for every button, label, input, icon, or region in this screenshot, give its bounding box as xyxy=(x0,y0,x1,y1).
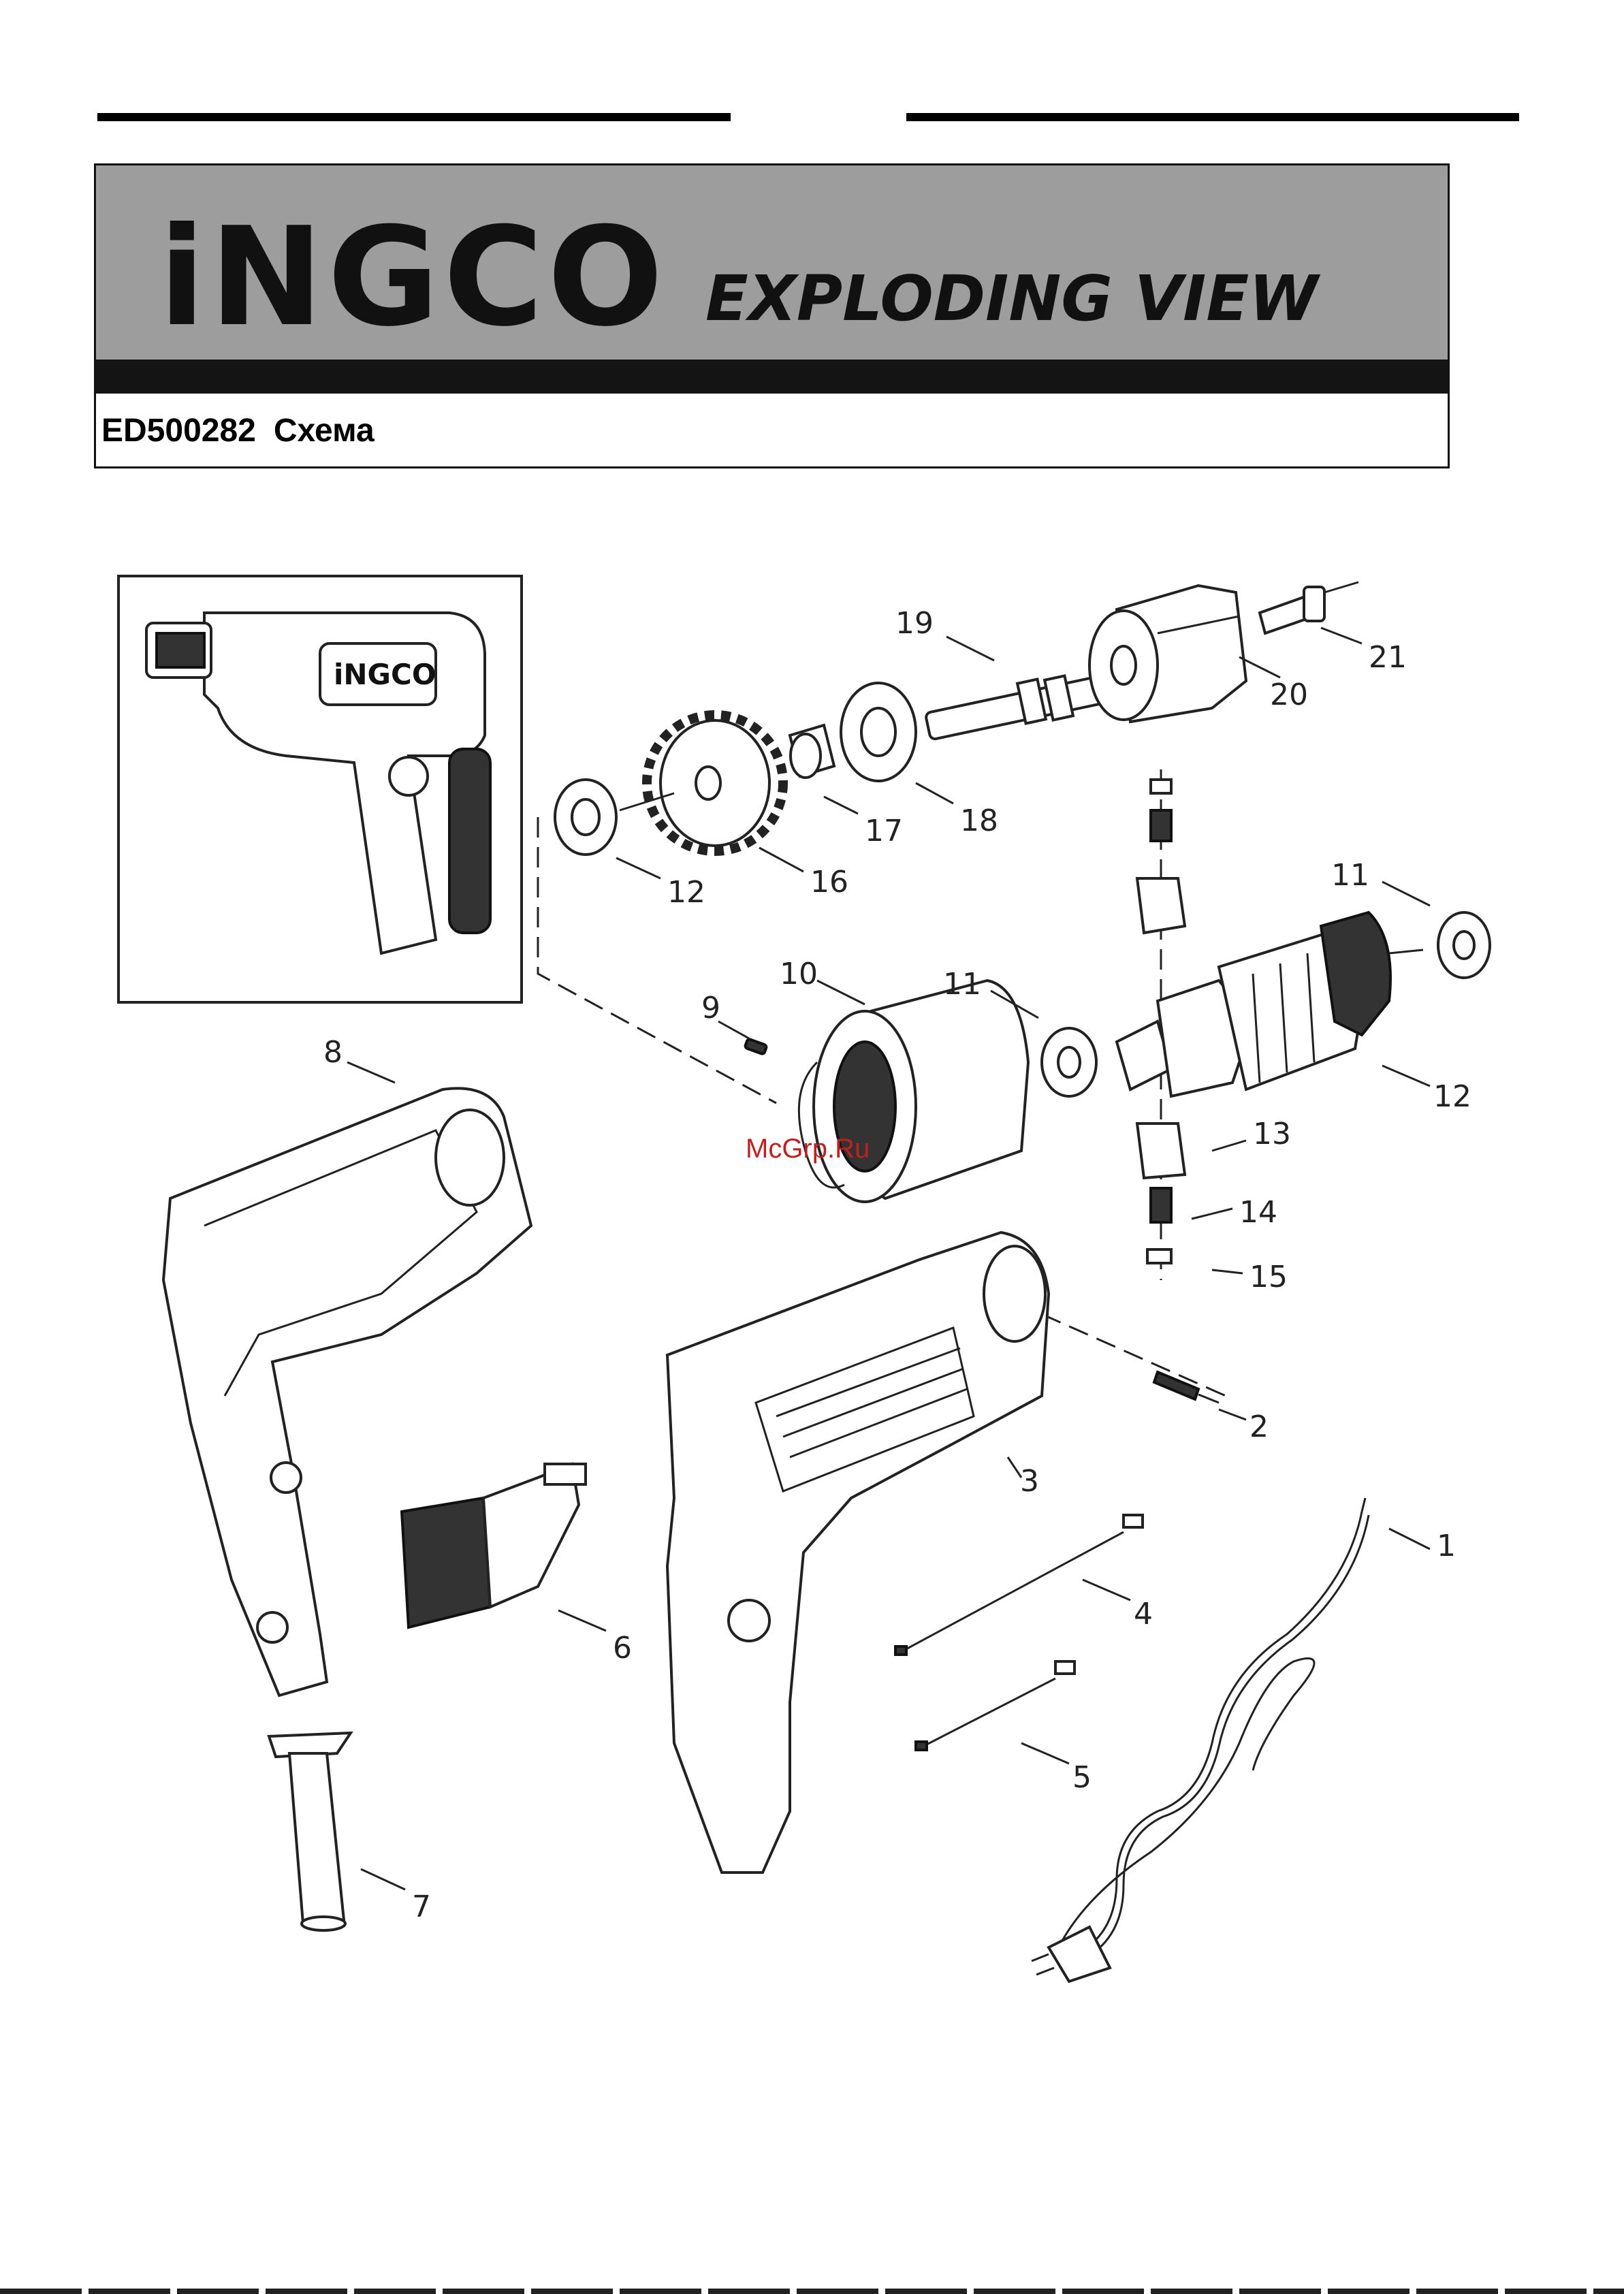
label-part-6: 6 xyxy=(613,1631,632,1666)
bottom-rule xyxy=(0,2289,1624,2294)
label-part-10: 10 xyxy=(780,957,818,991)
label-part-14: 14 xyxy=(1239,1195,1277,1230)
part-wire-b xyxy=(916,1661,1074,1750)
part-bushing xyxy=(790,725,834,778)
part-spindle xyxy=(925,676,1104,740)
assembly-guide-left xyxy=(538,817,776,1103)
part-power-cord xyxy=(1032,1498,1369,1981)
label-part-20: 20 xyxy=(1270,678,1308,712)
label-part-13: 13 xyxy=(1253,1117,1291,1151)
label-part-11-right: 11 xyxy=(1331,858,1369,893)
label-part-2: 2 xyxy=(1249,1409,1269,1444)
label-part-9: 9 xyxy=(701,991,720,1025)
part-housing-right xyxy=(667,1232,1049,1873)
part-bearing-large xyxy=(841,683,916,781)
label-part-15: 15 xyxy=(1249,1260,1288,1294)
part-armature xyxy=(1117,912,1423,1096)
part-stator xyxy=(799,981,1028,1202)
label-part-11-middle: 11 xyxy=(943,967,981,1002)
inset-logo-text: iNGCO xyxy=(334,658,436,691)
part-chuck-screw xyxy=(1260,582,1358,633)
part-cord-sleeve xyxy=(269,1733,351,1930)
inset-assembled-drill: iNGCO xyxy=(118,576,522,1002)
label-part-12-left: 12 xyxy=(667,875,705,910)
part-chuck xyxy=(1089,586,1246,722)
label-part-19: 19 xyxy=(895,606,934,641)
part-small-screw xyxy=(745,1038,767,1054)
label-part-3: 3 xyxy=(1020,1464,1039,1499)
part-bearing-right xyxy=(1438,912,1490,978)
label-part-5: 5 xyxy=(1072,1760,1092,1795)
label-part-16: 16 xyxy=(810,865,848,899)
label-part-1: 1 xyxy=(1437,1529,1456,1563)
part-brush-assembly-bottom xyxy=(1137,1124,1185,1263)
part-switch xyxy=(402,1464,586,1627)
part-screw xyxy=(1154,1372,1219,1403)
label-part-4: 4 xyxy=(1134,1597,1153,1631)
watermark-text: McGrp.Ru xyxy=(746,1134,870,1164)
label-part-17: 17 xyxy=(865,814,903,848)
label-part-21: 21 xyxy=(1369,640,1407,675)
label-part-7: 7 xyxy=(412,1890,431,1924)
part-bearing-middle xyxy=(1042,1028,1096,1096)
assembly-guide-chuck xyxy=(1042,1314,1226,1396)
part-gear xyxy=(647,715,783,851)
label-part-18: 18 xyxy=(960,803,998,838)
label-part-8: 8 xyxy=(323,1035,343,1070)
part-wire-a xyxy=(895,1515,1143,1655)
label-part-12-right: 12 xyxy=(1433,1079,1471,1114)
